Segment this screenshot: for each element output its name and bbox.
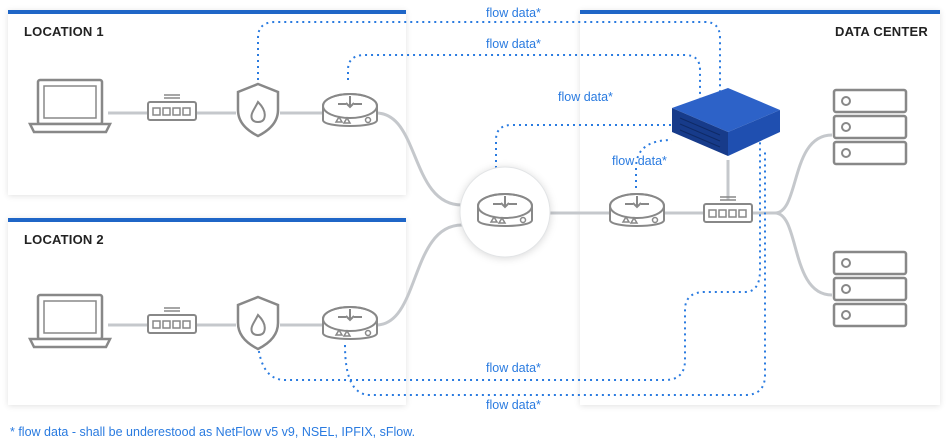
flow-label: flow data* <box>486 361 541 375</box>
firewall-icon <box>236 82 280 138</box>
footnote: * flow data - shall be underestood as Ne… <box>10 425 416 439</box>
datacenter-switch-icon <box>703 196 753 223</box>
core-router-icon <box>477 193 533 227</box>
server-icon <box>832 88 908 166</box>
flow-label: flow data* <box>558 90 613 104</box>
location-1-title: LOCATION 1 <box>24 24 104 39</box>
network-links <box>108 111 833 327</box>
laptop-icon <box>28 293 112 349</box>
datacenter-title: DATA CENTER <box>835 24 928 39</box>
panel-accent-bar <box>8 10 406 14</box>
datacenter-router-icon <box>609 193 665 227</box>
flow-label: flow data* <box>486 398 541 412</box>
flow-label: flow data* <box>612 154 667 168</box>
flow-label: flow data* <box>486 37 541 51</box>
datacenter-panel: DATA CENTER <box>580 10 940 405</box>
panel-accent-bar <box>580 10 940 14</box>
firewall-icon <box>236 295 280 351</box>
flow-data-paths <box>257 21 766 396</box>
laptop-icon <box>28 78 112 134</box>
location-2-devices <box>28 293 378 351</box>
router-icon <box>322 93 378 127</box>
flow-collector-appliance-icon <box>672 88 780 156</box>
server-icon <box>832 250 908 328</box>
switch-icon <box>147 307 197 334</box>
flow-label: flow data* <box>486 6 541 20</box>
location-2-title: LOCATION 2 <box>24 232 104 247</box>
location-1-devices <box>28 78 378 138</box>
switch-icon <box>147 94 197 121</box>
router-icon <box>322 306 378 340</box>
panel-accent-bar <box>8 218 406 222</box>
